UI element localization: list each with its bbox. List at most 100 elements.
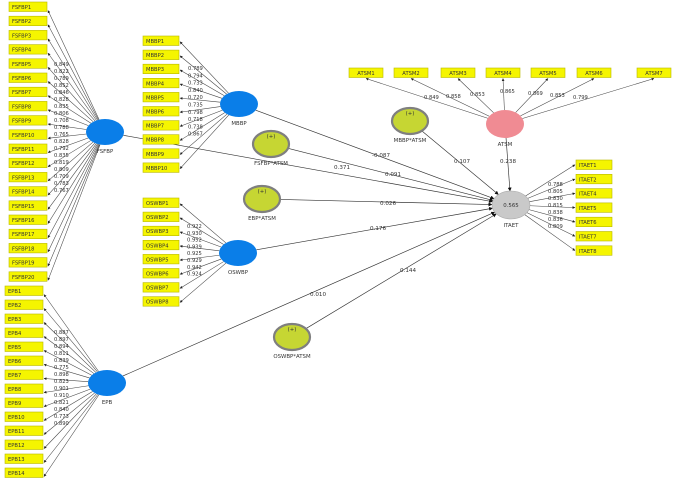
path-arrow	[505, 137, 512, 192]
loading-value: 0.798	[188, 110, 203, 116]
indicator-label: EPB11	[8, 429, 25, 435]
indicator-box	[8, 101, 48, 112]
indicator-label: MBBP1	[146, 39, 164, 45]
indicator-label: FSFBP3	[12, 33, 31, 39]
indicator-label: FSFBP13	[12, 175, 34, 181]
indicator-box	[530, 67, 566, 78]
indicator-box	[8, 172, 48, 183]
loading-value: 0.840	[54, 407, 69, 413]
loading-arrow	[47, 143, 97, 210]
loading-arrow	[179, 69, 225, 96]
loading-arrow	[47, 137, 89, 153]
indicator-label: EPB4	[8, 331, 22, 337]
loading-value: 0.794	[188, 73, 204, 79]
loading-arrow	[43, 393, 97, 449]
loading-value: 0.811	[54, 351, 69, 357]
loading-arrow	[43, 377, 89, 382]
loading-value: 0.815	[548, 203, 563, 209]
path-arrow	[255, 109, 495, 200]
loading-value: 0.838	[548, 210, 563, 216]
loading-value: 0.925	[187, 251, 202, 257]
loading-arrow	[47, 95, 92, 124]
loading-value: 0.853	[470, 92, 485, 98]
loading-value: 0.897	[54, 337, 69, 343]
indicator-label: OSWBP1	[146, 201, 169, 207]
loading-arrow	[43, 392, 95, 435]
indicator-label: FSFBP15	[12, 204, 34, 210]
loading-arrow	[179, 106, 221, 114]
loading-arrow	[179, 261, 224, 289]
indicator-label: EPB2	[8, 303, 21, 309]
moderator-node	[272, 322, 312, 352]
indicator-box	[8, 115, 48, 126]
loading-value: 0.865	[500, 89, 515, 95]
construct-node	[220, 91, 258, 117]
indicator-box	[575, 231, 613, 242]
path-coefficient: 0.026	[380, 201, 396, 207]
indicator-label: EPB6	[8, 359, 21, 365]
construct-label: FSFBP*ATSM	[254, 161, 288, 167]
loading-value: 0.930	[187, 231, 202, 237]
loading-arrow	[179, 114, 230, 169]
path-coefficient: 0.107	[454, 159, 470, 165]
loading-value: 0.821	[54, 400, 69, 406]
indicator-label: ITAET8	[579, 249, 597, 255]
indicator-box	[142, 211, 180, 222]
path-coefficient: -0.087	[372, 153, 390, 159]
indicator-label: OSWBP7	[146, 286, 169, 292]
indicator-box	[142, 268, 180, 279]
indicator-box	[575, 245, 613, 256]
loading-arrow	[529, 205, 576, 209]
loading-arrow	[47, 144, 101, 281]
indicator-box	[142, 225, 180, 236]
indicator-box	[4, 411, 44, 422]
indicator-box	[4, 327, 44, 338]
loading-value: 0.924	[187, 272, 203, 278]
indicator-box	[4, 425, 44, 436]
indicator-label: EPB3	[8, 317, 21, 323]
indicator-box	[8, 15, 48, 27]
indicator-label: EPB13	[8, 457, 25, 463]
indicator-label: OSWBP8	[146, 300, 169, 306]
path-coefficient: 0.238	[500, 159, 516, 165]
loading-value: 0.819	[54, 160, 69, 166]
indicator-label: ITAET6	[579, 220, 597, 226]
loading-value: 0.822	[54, 69, 69, 75]
indicator-label: ITAET5	[579, 206, 597, 212]
loading-value: 0.890	[54, 421, 69, 427]
indicator-box	[8, 228, 48, 239]
path-arrow	[305, 213, 497, 329]
indicator-box	[348, 67, 384, 78]
loading-value: 0.805	[548, 189, 563, 195]
loading-arrow	[43, 294, 99, 372]
construct-label: ITAET	[504, 223, 520, 229]
indicator-box	[4, 467, 44, 478]
indicator-box	[4, 355, 44, 366]
indicator-box	[142, 49, 180, 60]
indicator-box	[8, 271, 48, 282]
loading-arrow	[47, 141, 94, 182]
loading-value: 0.792	[54, 146, 69, 152]
construct-label: MBBP	[231, 121, 247, 127]
indicator-box	[8, 44, 48, 55]
indicator-box	[440, 67, 476, 78]
loading-value: 0.887	[54, 330, 69, 336]
moderator-symbol: (+)	[258, 189, 267, 195]
loading-arrow	[47, 10, 100, 120]
loading-arrow	[47, 133, 87, 140]
indicator-label: EPB9	[8, 401, 21, 407]
indicator-label: FSFBP6	[12, 76, 31, 82]
loading-value: 0.901	[54, 386, 69, 392]
indicator-box	[4, 299, 44, 310]
loading-arrow	[179, 41, 229, 94]
indicator-box	[575, 174, 613, 185]
loading-arrow	[47, 38, 98, 121]
loading-arrow	[43, 350, 92, 376]
loading-value: 0.828	[54, 97, 69, 103]
loading-arrow	[47, 67, 96, 122]
indicator-box	[4, 313, 44, 324]
loading-value: 0.849	[54, 62, 69, 68]
indicator-label: ATSM5	[539, 71, 556, 77]
indicator-box	[8, 200, 48, 211]
loading-arrow	[179, 83, 222, 99]
